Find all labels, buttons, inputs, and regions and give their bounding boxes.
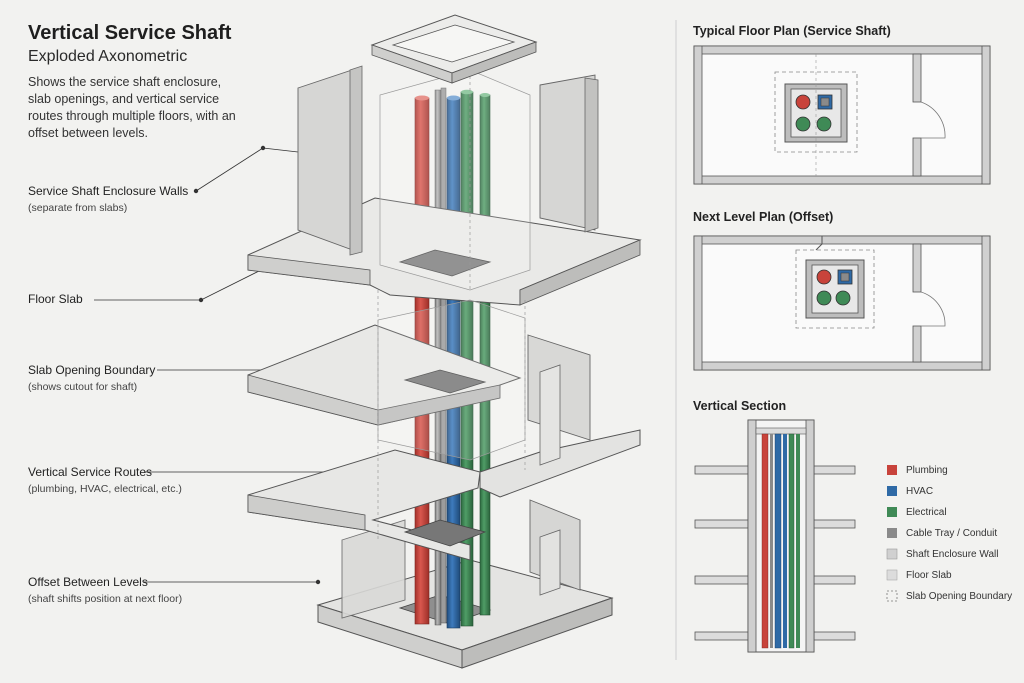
callout-title: Slab Opening Boundary (28, 363, 156, 377)
legend-item-slab: Floor Slab (906, 568, 952, 582)
legend-swatch-electrical (887, 507, 897, 517)
legend-label: Cable Tray / Conduit (906, 527, 998, 539)
callout-subtitle: (plumbing, HVAC, electrical, etc.) (28, 483, 182, 495)
legend-swatch-hvac (887, 486, 897, 496)
legend-swatch-slab (886, 569, 898, 581)
typical-floor-plan (693, 45, 991, 185)
floor-slab-3 (247, 429, 641, 561)
legend-label: HVAC (906, 485, 934, 497)
legend-item-hvac: HVAC (906, 484, 933, 498)
mid-walls (527, 334, 591, 466)
page-subtitle: Exploded Axonometric (28, 48, 188, 65)
legend-swatch-plumbing (887, 465, 897, 475)
callout-title: Offset Between Levels (28, 575, 148, 589)
callout-title: Service Shaft Enclosure Walls (28, 184, 189, 198)
legend-item-wall: Shaft Enclosure Wall (906, 547, 998, 561)
legend-item-electrical: Electrical (906, 505, 947, 519)
shaft-cap (370, 14, 538, 84)
vertical-section (694, 419, 856, 653)
top-walls (297, 65, 599, 256)
callout-offset-levels: Offset Between Levels (shaft shifts posi… (28, 575, 182, 605)
page-title: Vertical Service Shaft (28, 22, 232, 44)
callout-subtitle: (shows cutout for shaft) (28, 381, 138, 393)
callout-title: Vertical Service Routes (28, 465, 153, 479)
slab-opening (403, 369, 487, 394)
legend-item-opening: Slab Opening Boundary (906, 589, 1012, 603)
legend-label: Floor Slab (906, 569, 952, 581)
legend-label: Plumbing (906, 464, 948, 476)
next-plan-title: Next Level Plan (Offset) (693, 210, 834, 224)
legend-label: Slab Opening Boundary (906, 590, 1013, 602)
legend-swatches (886, 465, 898, 602)
callout-service-routes: Vertical Service Routes (plumbing, HVAC,… (28, 465, 182, 495)
description-text: Shows the service shaft enclosure, slab … (28, 75, 236, 140)
callout-subtitle: (shaft shifts position at next floor) (28, 593, 183, 605)
legend-item-conduit: Cable Tray / Conduit (906, 526, 997, 540)
typical-plan-title: Typical Floor Plan (Service Shaft) (693, 24, 891, 38)
legend-swatch-conduit (887, 528, 897, 538)
legend-swatch-wall (886, 548, 898, 560)
callout-floor-slab: Floor Slab (28, 292, 83, 306)
legend-item-plumbing: Plumbing (906, 463, 948, 477)
legend-swatch-opening (886, 590, 898, 602)
legend-label: Shaft Enclosure Wall (906, 548, 999, 560)
callout-subtitle: (separate from slabs) (28, 202, 128, 214)
callout-slab-opening: Slab Opening Boundary (shows cutout for … (28, 363, 155, 393)
callout-title: Floor Slab (28, 292, 83, 306)
legend-label: Electrical (906, 506, 947, 518)
callout-enclosure-walls: Service Shaft Enclosure Walls (separate … (28, 184, 188, 214)
lower-walls (341, 499, 581, 619)
slab-opening (398, 249, 492, 277)
section-title: Vertical Section (693, 399, 787, 413)
next-level-plan (693, 235, 991, 371)
slab-opening (403, 519, 487, 547)
floor-slab-2 (247, 324, 522, 426)
